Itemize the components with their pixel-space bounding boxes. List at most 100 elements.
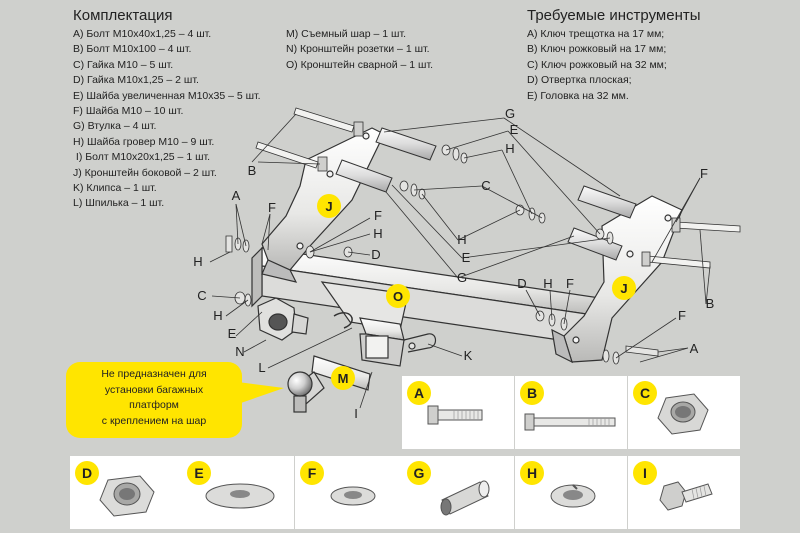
kit-item: N) Кронштейн розетки – 1 шт. (286, 43, 430, 56)
label-f: F (374, 208, 382, 223)
label-f: F (268, 200, 276, 215)
tile-badge: H (520, 461, 544, 485)
tool-item: C) Ключ рожковый на 32 мм; (527, 58, 667, 71)
label-d: D (371, 247, 380, 262)
washer (602, 349, 610, 363)
tools-title: Требуемые инструменты (527, 7, 701, 24)
tool-item: B) Ключ рожковый на 17 мм; (527, 43, 667, 56)
welded-bracket-o (251, 242, 601, 367)
label-e: E (462, 250, 471, 265)
part-tile-e: E (182, 456, 294, 529)
part-tile-g: G (402, 456, 514, 529)
label-j-left: J (325, 199, 332, 214)
part-tile-h: H (515, 456, 627, 529)
kit-item: H) Шайба гровер М10 – 9 шт. (73, 135, 215, 148)
kit-item: G) Втулка – 4 шт. (73, 120, 157, 133)
kit-list-column-1: A) Болт М10х40х1,25 – 4 шт. B) Болт М10х… (73, 27, 261, 212)
callout-line: Не предназначен для (101, 368, 207, 380)
washer-icon (330, 486, 376, 506)
tool-item: E) Головка на 32 мм. (527, 89, 629, 102)
label-h: H (457, 232, 466, 247)
tile-badge: E (187, 461, 211, 485)
lock-washer-icon (550, 484, 596, 508)
badge-j-right (612, 276, 636, 300)
leader-lines (209, 113, 711, 409)
tile-badge: D (75, 461, 99, 485)
kit-item: L) Шпилька – 1 шт. (73, 197, 165, 210)
part-tile-f: F (295, 456, 407, 529)
callout-line: установки багажных (104, 383, 204, 396)
label-l: L (258, 360, 265, 375)
label-g: G (457, 270, 467, 285)
hex-nut-icon (657, 393, 709, 435)
label-f: F (678, 308, 686, 323)
spacer-sleeves (335, 127, 637, 261)
part-tile-b: B (515, 376, 627, 449)
kit-item: M) Съемный шар – 1 шт. (286, 28, 407, 40)
bolt-short-icon (427, 405, 483, 425)
washer (452, 147, 460, 161)
tools-list: A) Ключ трещотка на 17 мм; B) Ключ рожко… (527, 27, 667, 104)
sleeve (577, 185, 637, 219)
kit-item: F) Шайба М10 – 10 шт. (73, 105, 184, 118)
label-a: A (232, 188, 241, 203)
label-c: C (481, 178, 490, 193)
label-h: H (373, 226, 382, 241)
tool-item: D) Отвертка плоская; (527, 74, 632, 87)
badge-m (331, 366, 355, 390)
tool-item: A) Ключ трещотка на 17 мм; (527, 28, 665, 40)
bolt (255, 141, 319, 169)
label-k: K (464, 348, 473, 363)
label-d: D (517, 276, 526, 291)
bolt (675, 221, 741, 233)
kit-item: I) Болт М10х20х1,25 – 1 шт. (73, 151, 211, 164)
nut (399, 180, 409, 192)
short-bolt-icon (659, 481, 713, 511)
label-b: B (706, 296, 715, 311)
large-washer-icon (205, 483, 275, 509)
label-g: G (505, 106, 515, 121)
label-h: H (543, 276, 552, 291)
label-m: M (338, 371, 349, 386)
long-bolts-b (255, 107, 741, 269)
part-tile-d: D (70, 456, 182, 529)
label-h: H (193, 254, 202, 269)
part-tile-c: C (628, 376, 740, 449)
kit-item: B) Болт М10х100 – 4 шт. (73, 43, 192, 56)
part-tile-a: A (402, 376, 514, 449)
kit-item: O) Кронштейн сварной – 1 шт. (286, 58, 434, 71)
badge-o (386, 284, 410, 308)
bolt-head (353, 121, 364, 137)
badge-j-left (317, 194, 341, 218)
tile-badge: B (520, 381, 544, 405)
label-h: H (505, 141, 514, 156)
callout-line: с креплением на шар (101, 414, 207, 427)
kit-item: J) Кронштейн боковой – 2 шт. (73, 166, 217, 179)
tile-badge: F (300, 461, 324, 485)
label-e: E (228, 326, 237, 341)
tile-badge: A (407, 381, 431, 405)
kit-item: C) Гайка М10 – 5 шт. (73, 58, 174, 71)
kit-item: A) Болт М10х40х1,25 – 4 шт. (73, 28, 212, 40)
kit-item: E) Шайба увеличенная М10х35 – 5 шт. (73, 89, 261, 102)
bolt-head (671, 217, 681, 233)
hex-nut-fine-icon (99, 475, 155, 517)
kit-list-column-2: M) Съемный шар – 1 шт. N) Кронштейн розе… (286, 27, 433, 73)
label-f: F (700, 166, 708, 181)
kit-item: K) Клипса – 1 шт. (73, 182, 157, 195)
sleeve (375, 127, 437, 161)
bolt (293, 107, 355, 133)
label-n: N (235, 344, 244, 359)
part-tile-i: I (628, 456, 740, 529)
tile-badge: I (633, 461, 657, 485)
kit-item: D) Гайка М10х1,25 – 2 шт. (73, 74, 199, 87)
short-bolt (225, 235, 233, 253)
label-j-right: J (620, 281, 627, 296)
socket-bracket-n (257, 297, 309, 341)
part-labels: J O J M B G E H C H E G F B F A A F H F … (193, 106, 714, 421)
label-i: I (354, 406, 358, 421)
label-c: C (197, 288, 206, 303)
part-badges (317, 194, 636, 390)
tile-badge: C (633, 381, 657, 405)
